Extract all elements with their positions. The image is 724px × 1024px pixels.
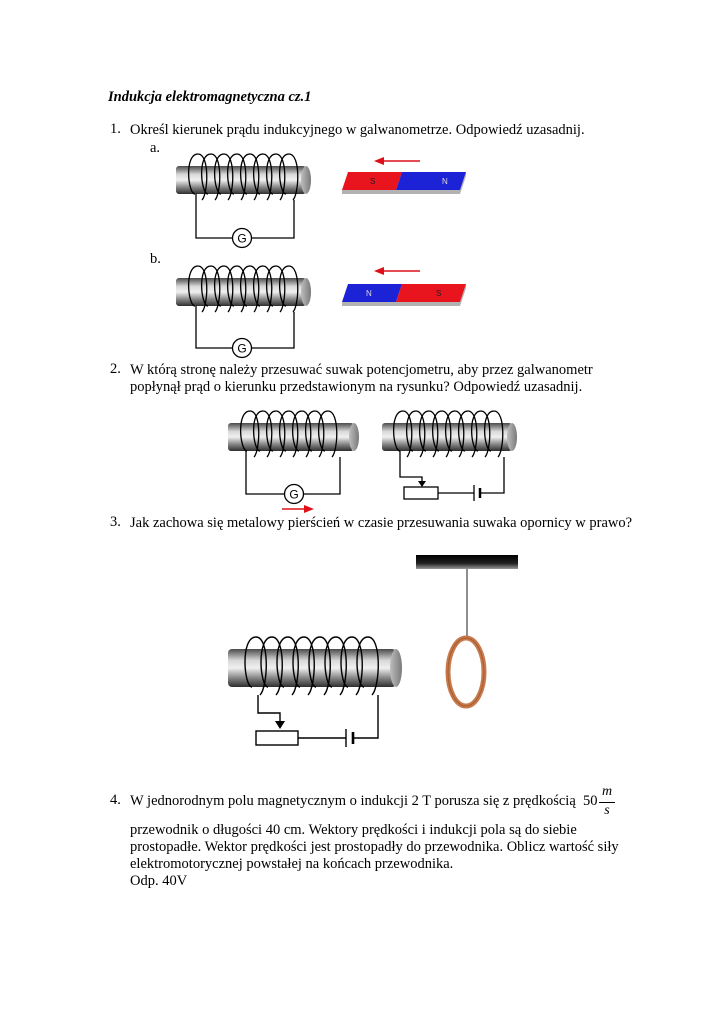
question-1-number: 1. xyxy=(110,121,121,137)
unit-numerator: m xyxy=(601,784,613,799)
question-2-line-2: popłynął prąd o kierunku przedstawionym … xyxy=(130,379,583,395)
question-2-number: 2. xyxy=(110,361,121,377)
question-3-number: 3. xyxy=(110,514,121,530)
coil-3 xyxy=(228,636,402,747)
question-4-line-2: przewodnik o długości 40 cm. Wektory prę… xyxy=(130,822,577,838)
question-1-text: Określ kierunek prądu indukcyjnego w gal… xyxy=(130,122,585,138)
potentiometer-2 xyxy=(403,486,439,500)
question-4-number: 4. xyxy=(110,792,121,808)
galvanometer-1b-label: G xyxy=(237,342,246,356)
ceiling-bar xyxy=(416,555,518,569)
velocity-value: 50 xyxy=(583,793,598,809)
svg-text:N: N xyxy=(442,177,448,186)
question-4-line-4: elektromotorycznej powstałej na końcach … xyxy=(130,856,454,872)
page-title: Indukcja elektromagnetyczna cz.1 xyxy=(108,89,312,105)
coil-1b: G xyxy=(176,265,311,359)
question-2-line-1: W którą stronę należy przesuwać suwak po… xyxy=(130,362,593,378)
galvanometer-2-label: G xyxy=(289,488,298,502)
coil-2-left: G xyxy=(228,410,359,513)
arrow-left-1a xyxy=(374,157,420,165)
arrow-left-1b xyxy=(374,267,420,275)
svg-text:N: N xyxy=(366,289,372,298)
question-4-answer: Odp. 40V xyxy=(130,873,188,889)
figure-1a: G S N xyxy=(176,153,466,249)
figure-3 xyxy=(228,555,518,747)
fraction-bar xyxy=(599,802,615,803)
svg-text:S: S xyxy=(370,177,375,186)
subquestion-a-label: a. xyxy=(150,140,161,156)
svg-text:S: S xyxy=(436,289,441,298)
metal-ring xyxy=(445,635,487,709)
unit-denominator: s xyxy=(604,803,610,818)
coil-1a: G xyxy=(176,153,311,249)
magnet-1a: S N xyxy=(342,172,466,194)
question-4-line-1: W jednorodnym polu magnetycznym o indukc… xyxy=(130,793,576,809)
magnet-1b: N S xyxy=(342,284,466,306)
figure-2: G xyxy=(228,410,517,513)
rheostat-3 xyxy=(255,730,299,746)
subquestion-b-label: b. xyxy=(150,251,161,267)
question-4-line-3: prostopadłe. Wektor prędkości jest prost… xyxy=(130,839,619,855)
galvanometer-1a-label: G xyxy=(237,232,246,246)
figure-1b: G N S xyxy=(176,265,466,359)
question-3-text: Jak zachowa się metalowy pierścień w cza… xyxy=(130,515,633,531)
coil-2-right xyxy=(382,410,517,501)
